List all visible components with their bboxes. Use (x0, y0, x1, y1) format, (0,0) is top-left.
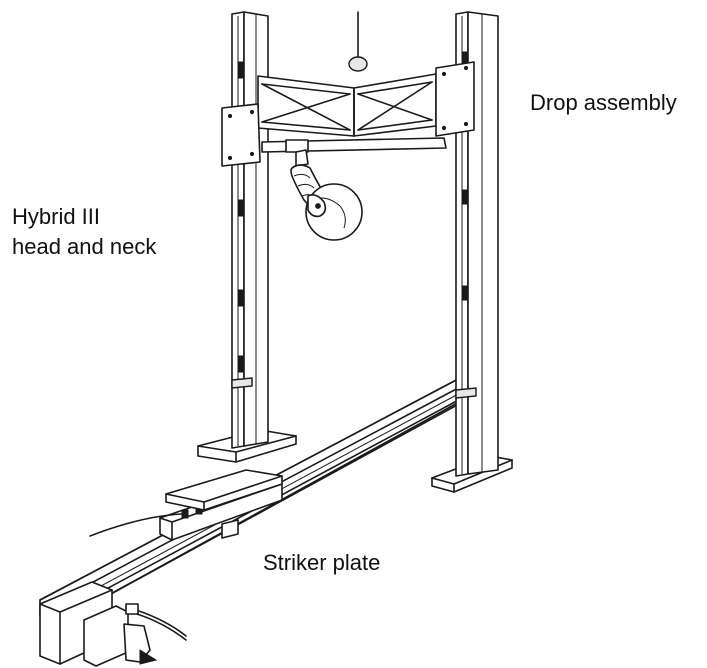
head-neck-label: Hybrid III head and neck (12, 202, 156, 262)
drive-motor (39, 581, 187, 667)
head-neck-label-line2: head and neck (12, 234, 157, 259)
striker-plate-carriage (89, 469, 283, 541)
striker-plate-label: Striker plate (263, 550, 381, 575)
hybrid-iii-head-neck (285, 139, 363, 241)
drop-assembly-label: Drop assembly (530, 90, 677, 115)
head-neck-label-line1: Hybrid III (12, 204, 101, 229)
